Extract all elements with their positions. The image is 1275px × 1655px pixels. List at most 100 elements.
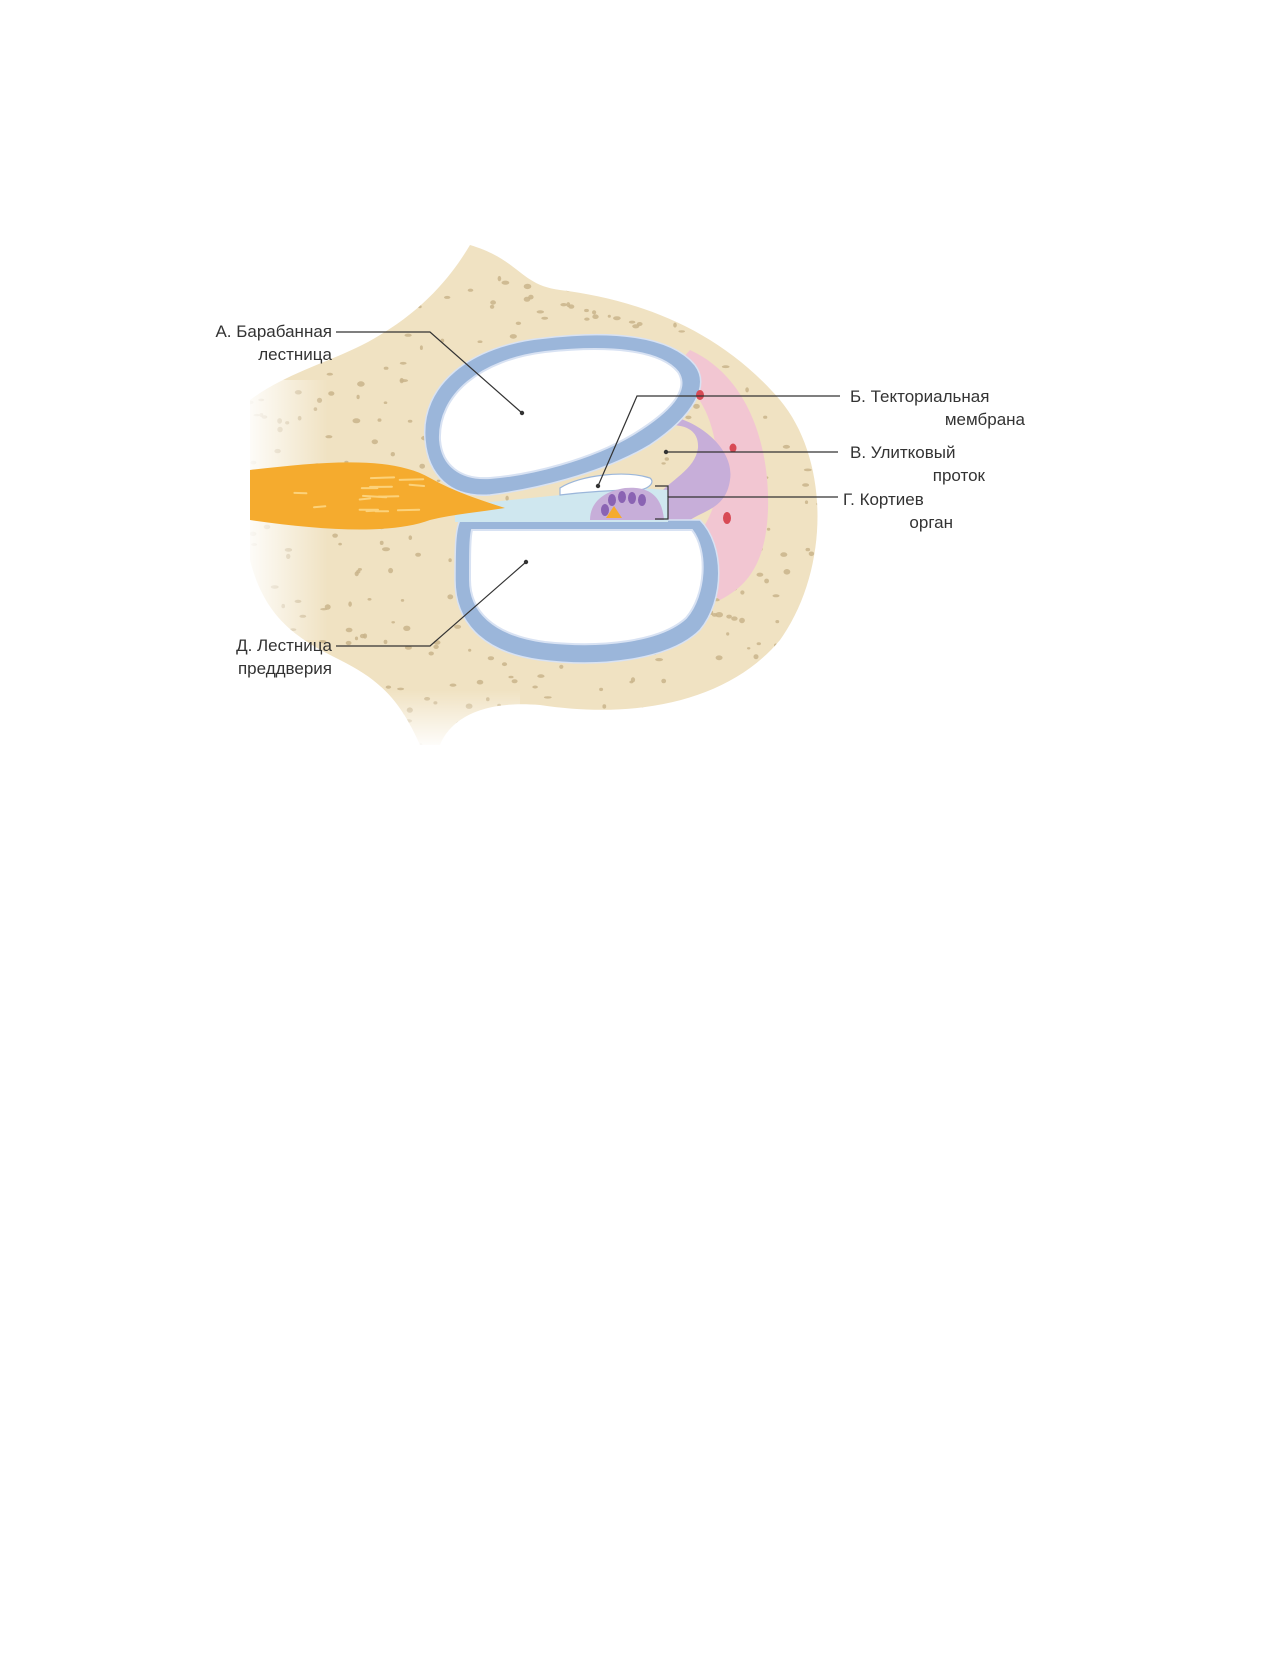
- bone-dot: [386, 686, 391, 689]
- bone-dot: [544, 696, 552, 698]
- label-v-line1: В. Улитковый: [850, 441, 985, 464]
- bone-dot: [797, 639, 803, 642]
- bone-dot: [608, 315, 611, 318]
- bone-dot: [812, 408, 815, 411]
- bone-dot: [346, 641, 352, 645]
- bone-dot: [528, 247, 532, 252]
- bone-dot: [324, 249, 331, 254]
- bone-dot: [628, 247, 631, 250]
- bone-dot: [747, 647, 750, 649]
- bone-dot: [468, 649, 471, 652]
- bone-dot: [429, 652, 434, 656]
- bone-dot: [816, 503, 821, 506]
- bone-dot: [812, 386, 816, 389]
- bone-dot: [784, 569, 791, 575]
- nerve-fiber: [398, 510, 419, 511]
- bone-dot: [541, 317, 548, 320]
- bone-dot: [797, 689, 803, 694]
- bone-dot: [727, 736, 734, 739]
- bone-dot: [327, 373, 333, 376]
- bone-dot: [286, 272, 291, 276]
- bone-dot: [454, 625, 461, 629]
- bone-dot: [761, 267, 767, 270]
- bone-dot: [814, 333, 818, 335]
- bone-dot: [348, 267, 356, 273]
- bone-dot: [384, 640, 388, 644]
- bone-dot: [751, 685, 758, 689]
- bone-dot: [629, 681, 633, 684]
- bone-dot: [745, 387, 749, 392]
- label-v-line2: проток: [850, 464, 985, 487]
- bone-dot: [400, 379, 408, 382]
- vessel-1: [696, 390, 704, 400]
- bone-dot: [757, 573, 764, 577]
- bone-dot: [568, 709, 575, 715]
- bone-dot: [789, 402, 794, 405]
- label-d-line1: Д. Лестница: [180, 634, 332, 657]
- bone-dot: [409, 266, 416, 270]
- bone-dot: [810, 285, 817, 288]
- nerve-fiber: [360, 498, 371, 499]
- bone-dot: [821, 247, 825, 252]
- bone-dot: [270, 263, 278, 269]
- label-g-line1: Г. Кортиев: [843, 488, 953, 511]
- bone-dot: [773, 341, 781, 346]
- bone-dot: [255, 685, 260, 688]
- bone-dot: [670, 297, 677, 302]
- bone-dot: [292, 299, 296, 302]
- bone-dot: [352, 329, 359, 332]
- bone-dot: [799, 244, 804, 247]
- bone-dot: [729, 332, 734, 336]
- bone-dot: [444, 296, 450, 299]
- bone-dot: [797, 404, 801, 408]
- bone-dot: [641, 716, 646, 721]
- scala-vestibuli: [455, 520, 719, 663]
- bone-dot: [789, 245, 794, 248]
- bone-dot: [592, 310, 596, 314]
- bone-dot: [355, 671, 361, 675]
- bone-dot: [716, 655, 723, 660]
- bone-dot: [622, 712, 625, 716]
- bone-dot: [524, 284, 532, 289]
- bone-dot: [802, 483, 809, 487]
- bone-dot: [805, 667, 809, 670]
- bone-dot: [335, 260, 340, 264]
- bone-dot: [400, 362, 407, 365]
- bone-dot: [299, 281, 306, 283]
- bone-dot: [256, 366, 260, 369]
- bone-dot: [448, 558, 451, 562]
- bone-dot: [726, 615, 732, 619]
- bone-dot: [560, 303, 567, 306]
- hair-cell: [618, 491, 626, 503]
- bone-dot: [280, 371, 285, 375]
- bone-dot: [516, 322, 521, 325]
- leader-dot-d: [524, 560, 528, 564]
- bone-dot: [712, 613, 717, 617]
- bone-dot: [725, 695, 729, 699]
- bone-dot: [565, 288, 571, 291]
- label-scala-tympani: А. Барабанная лестница: [180, 320, 332, 366]
- bone-dot: [364, 711, 370, 716]
- hair-cell: [638, 494, 646, 506]
- bone-dot: [397, 688, 404, 691]
- bone-dot: [415, 553, 421, 557]
- bone-dot: [356, 710, 363, 714]
- bone-dot: [447, 594, 453, 599]
- bone-dot: [490, 305, 494, 309]
- bone-dot: [569, 255, 574, 259]
- bone-dot: [757, 642, 761, 645]
- bone-dot: [633, 245, 638, 249]
- bone-dot: [523, 733, 531, 736]
- bone-dot: [596, 713, 600, 718]
- bone-dot: [759, 308, 763, 311]
- bone-dot: [797, 408, 804, 412]
- leader-dot-b: [596, 484, 600, 488]
- bone-dot: [684, 308, 688, 312]
- bone-dot: [636, 244, 640, 248]
- bone-dot: [613, 316, 621, 320]
- bone-dot: [559, 665, 563, 669]
- bone-dot: [408, 420, 413, 423]
- bone-dot: [537, 310, 544, 313]
- bone-dot: [727, 735, 730, 740]
